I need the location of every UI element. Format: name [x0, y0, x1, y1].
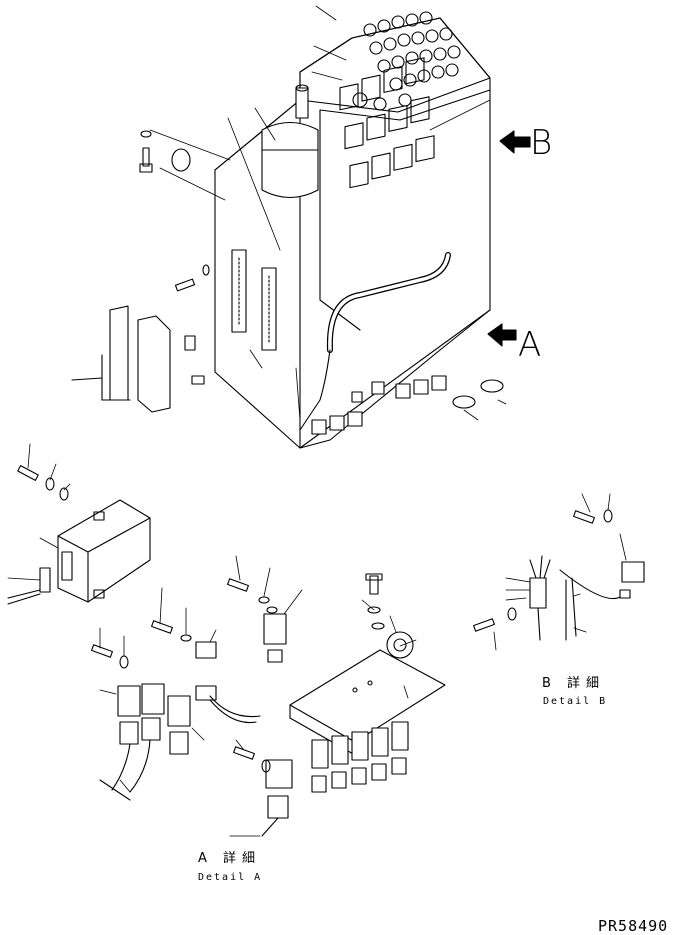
bottom-connectors: [311, 375, 447, 435]
detail-a-assembly: [91, 555, 446, 837]
timer-module: [261, 84, 319, 199]
detail-a-label-jp: A 詳細: [198, 851, 262, 866]
bolt-mid-left: [174, 264, 210, 292]
cover-clips: [71, 305, 171, 413]
view-arrow-a: [487, 323, 517, 347]
drawing-code: PR58490: [598, 917, 669, 935]
view-arrow-b: [499, 130, 531, 154]
view-label-a: A: [518, 325, 542, 365]
detail-b-assembly: [473, 493, 645, 651]
relay-cluster-upper: [339, 57, 435, 189]
controller-module: [7, 443, 151, 605]
terminal-strip: [231, 249, 277, 351]
fuse-cluster-top: [352, 11, 461, 111]
detail-b-label-en: Detail B: [543, 696, 608, 707]
detail-b-label-jp: B 詳細: [542, 676, 606, 691]
control-box: [71, 5, 507, 449]
bolt-upper-left: [139, 130, 153, 173]
relay-row-a: [311, 721, 409, 793]
detail-a-label-en: Detail A: [198, 872, 263, 883]
grommet: [171, 148, 191, 172]
relay-cluster-a-left: [99, 683, 191, 801]
view-label-b: B: [530, 123, 553, 163]
cap-left: [452, 395, 476, 409]
